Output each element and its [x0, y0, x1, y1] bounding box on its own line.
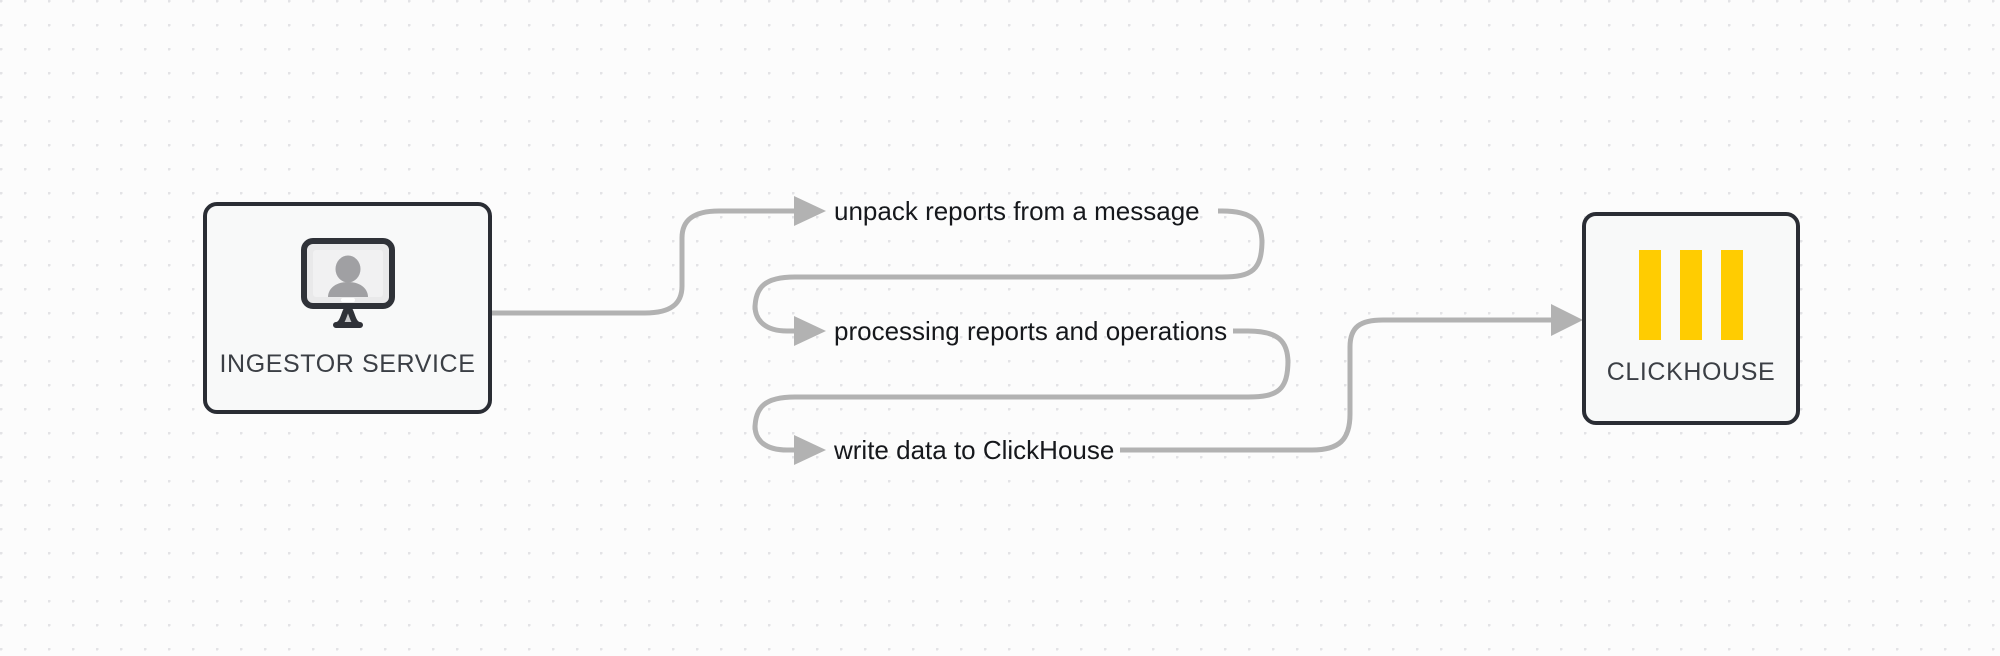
- arrow-head-icon-4: [1551, 304, 1583, 336]
- edge-label-write-data: write data to ClickHouse: [834, 435, 1115, 465]
- clickhouse-bar-2: [1680, 250, 1702, 340]
- node-ingestor-service[interactable]: INGESTOR SERVICE: [203, 202, 492, 414]
- edge-path-loop-1: [752, 208, 1265, 334]
- clickhouse-bar-3: [1721, 250, 1743, 340]
- clickhouse-bars-icon: [1639, 250, 1743, 340]
- node-clickhouse-label: CLICKHOUSE: [1606, 358, 1776, 386]
- node-clickhouse[interactable]: CLICKHOUSE: [1582, 212, 1800, 425]
- edge-label-processing-reports: processing reports and operations: [834, 316, 1228, 346]
- monitor-user-icon: [300, 237, 396, 334]
- edge-path-loop-2: [752, 328, 1291, 453]
- edge-path-unpack-reports: [492, 208, 796, 316]
- node-ingestor-service-label: INGESTOR SERVICE: [219, 350, 476, 378]
- clickhouse-bar-1: [1639, 250, 1661, 340]
- arrow-head-icon-2: [794, 316, 826, 346]
- edge-label-unpack-reports: unpack reports from a message: [834, 196, 1200, 226]
- arrow-head-icon-1: [794, 196, 826, 226]
- arrow-head-icon-3: [794, 435, 826, 465]
